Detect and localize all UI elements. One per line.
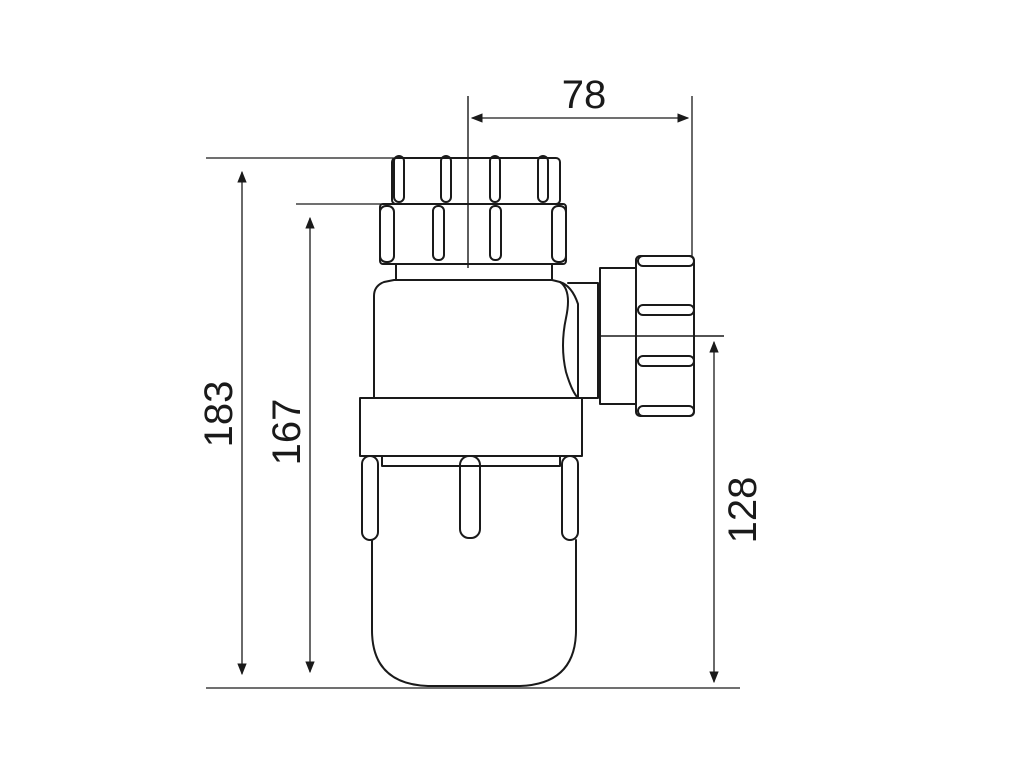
top-nut xyxy=(391,155,561,205)
outlet-nut xyxy=(598,255,724,417)
bottle-trap xyxy=(359,96,724,687)
bowl-grip-fins xyxy=(361,455,579,541)
dimension-width-top: 78 xyxy=(470,73,690,123)
dimension-height-total: 183 xyxy=(197,170,247,676)
dimension-label-167: 167 xyxy=(265,399,309,466)
extension-lines xyxy=(206,96,740,689)
dimension-label-183: 183 xyxy=(197,381,241,448)
upper-body xyxy=(373,279,579,399)
dimension-height-body: 167 xyxy=(265,216,315,674)
dimension-label-78: 78 xyxy=(562,73,607,117)
bottle-bowl xyxy=(371,539,577,687)
threaded-collar xyxy=(379,203,567,281)
collar-band xyxy=(359,397,583,457)
dimension-label-128: 128 xyxy=(721,477,765,544)
dimension-height-outlet: 128 xyxy=(709,340,765,684)
